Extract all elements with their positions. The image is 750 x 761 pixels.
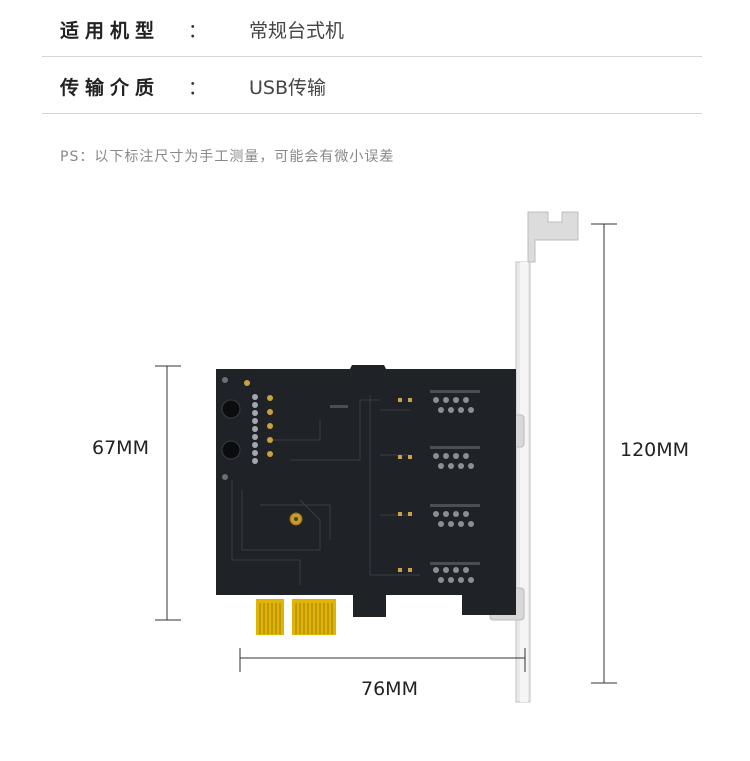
dimension-label-120mm: 120MM <box>620 439 690 461</box>
measurement-note: PS：以下标注尺寸为手工测量，可能会有微小误差 <box>60 149 395 165</box>
spec-value: USB传输 <box>249 77 327 99</box>
spec-label: 传输介质 <box>60 77 161 99</box>
spec-row-compatible-models: 适用机型 ： 常规台式机 <box>42 0 702 57</box>
dimension-lines <box>155 223 617 684</box>
spec-row-transfer-medium: 传输介质 ： USB传输 <box>42 57 702 114</box>
spec-label: 适用机型 <box>60 20 161 42</box>
spec-colon: ： <box>188 77 208 99</box>
dimension-label-67mm: 67MM <box>92 437 149 459</box>
pcie-card-pcb <box>216 365 516 635</box>
dimension-label-76mm: 76MM <box>361 678 418 700</box>
spec-colon: ： <box>188 20 208 42</box>
spec-value: 常规台式机 <box>249 20 345 42</box>
